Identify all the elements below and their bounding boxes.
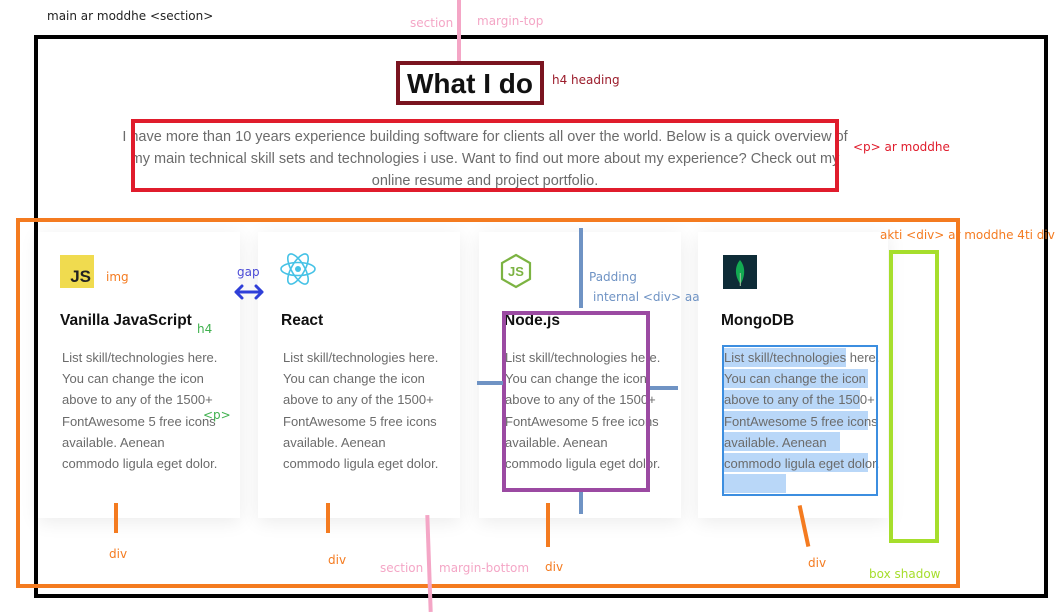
padding-right-line (650, 386, 678, 390)
annotation-div-4: div (808, 556, 827, 570)
skill-card-react (258, 232, 460, 518)
text-selection-outline (722, 345, 878, 496)
javascript-icon: JS (60, 255, 94, 288)
margin-top-line (457, 0, 461, 64)
div-pointer-3 (546, 503, 550, 547)
annotation-h4-heading: h4 heading (552, 73, 620, 87)
annotation-p: <p> (203, 408, 231, 422)
intro-paragraph: I have more than 10 years experience bui… (122, 129, 848, 189)
annotation-section-bottom: section (380, 561, 424, 575)
card-title-nodejs: Node.js (504, 312, 560, 329)
div-pointer-1 (114, 503, 118, 533)
gap-arrow-icon (234, 284, 264, 300)
card-body-nodejs: List skill/technologies here. You can ch… (505, 350, 661, 472)
card-title-react: React (281, 312, 324, 329)
annotation-internal-div: internal <div> aa (593, 290, 700, 304)
heading-outline (396, 61, 544, 105)
internal-div-outline (502, 311, 650, 492)
card-body-react: List skill/technologies here. You can ch… (283, 350, 439, 472)
annotation-div-2: div (328, 553, 347, 567)
annotation-padding: Padding (589, 270, 637, 284)
javascript-logo-text: JS (70, 267, 91, 286)
annotation-h4: h4 (197, 322, 213, 336)
annotation-margin-bottom: margin-bottom (439, 561, 530, 575)
card-title-mongodb: MongoDB (721, 312, 795, 329)
annotation-main-section: main ar moddhe <section> (47, 9, 214, 23)
padding-top-line (579, 228, 583, 308)
annotation-box-shadow: box shadow (869, 567, 941, 581)
annotation-p-inside: <p> ar moddhe (853, 140, 950, 154)
annotation-div-3: div (545, 560, 564, 574)
card-body-mongodb: List skill/technologies here. You can ch… (724, 350, 880, 472)
card-title-javascript: Vanilla JavaScript (60, 312, 192, 329)
annotation-section-top: section (410, 16, 454, 30)
annotation-margin-top: margin-top (477, 14, 544, 28)
paragraph-outline (131, 119, 839, 192)
cards-wrapper-outline (16, 218, 960, 588)
nodejs-logo-text: JS (508, 264, 524, 279)
page-heading: What I do (407, 68, 533, 99)
main-section-outline (34, 35, 1048, 598)
padding-left-line (477, 381, 503, 385)
react-icon (280, 253, 316, 285)
padding-bottom-line (579, 492, 583, 514)
card-body-javascript: List skill/technologies here. You can ch… (62, 350, 218, 472)
nodejs-icon: JS (500, 253, 532, 289)
div-pointer-2 (326, 503, 330, 533)
annotation-div-inside-4: akti <div> ar moddhe 4ti div (880, 228, 1055, 242)
annotation-img: img (106, 270, 129, 284)
box-shadow-outline (889, 250, 939, 543)
annotation-div-1: div (109, 547, 128, 561)
annotation-gap: gap (237, 265, 260, 279)
mongodb-icon (723, 255, 757, 289)
